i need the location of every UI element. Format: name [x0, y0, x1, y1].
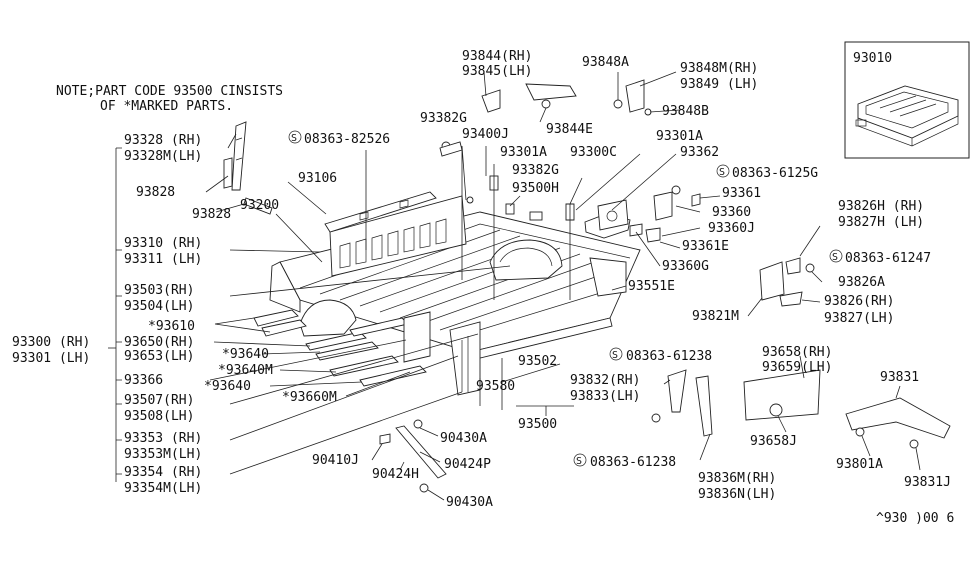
label-90424H: 90424H	[372, 467, 419, 482]
label-93353M: 93353M(LH)	[124, 447, 202, 462]
label-93659: 93659(LH)	[762, 360, 832, 375]
label-93828-a: 93828	[136, 185, 175, 200]
leader-lines	[108, 71, 921, 501]
label-93640-a: *93640	[222, 347, 269, 362]
label-93503: 93503(RH)	[124, 283, 194, 298]
label-08363-82526: 08363-82526	[304, 132, 390, 147]
truck-bed-floor	[253, 191, 641, 396]
label-93848B: 93848B	[662, 104, 709, 119]
bolt-symbol-61238-a: S	[609, 347, 623, 361]
note-line-2: OF *MARKED PARTS.	[100, 99, 233, 114]
inset-box	[844, 41, 970, 159]
label-93845: 93845(LH)	[462, 64, 532, 79]
label-93849: 93849 (LH)	[680, 77, 758, 92]
label-93844: 93844(RH)	[462, 49, 532, 64]
bolt-symbol-61238-b-s: S	[576, 456, 582, 467]
label-93836M: 93836M(RH)	[698, 471, 776, 486]
label-93650: 93650(RH)	[124, 335, 194, 350]
bolt-symbol-61238-a-s: S	[612, 350, 618, 361]
label-08363-6125G: 08363-6125G	[732, 166, 818, 181]
label-93500H: 93500H	[512, 181, 559, 196]
bolt-symbol-61247-s: S	[832, 252, 838, 263]
label-93382G-b: 93382G	[512, 163, 559, 178]
label-93360: 93360	[712, 205, 751, 220]
label-93660M: *93660M	[282, 390, 337, 405]
label-90410J: 90410J	[312, 453, 359, 468]
label-93310: 93310 (RH)	[124, 236, 202, 251]
label-93821M: 93821M	[692, 309, 739, 324]
label-93658: 93658(RH)	[762, 345, 832, 360]
label-93831: 93831	[880, 370, 919, 385]
inset-label: 93010	[853, 51, 892, 66]
label-93826H: 93826H (RH)	[838, 199, 924, 214]
label-93300: 93300 (RH)	[12, 335, 90, 350]
label-93831J: 93831J	[904, 475, 951, 490]
label-93551E: 93551E	[628, 279, 675, 294]
bolt-symbol-82526-s: S	[291, 133, 297, 144]
label-93311: 93311 (LH)	[124, 252, 202, 267]
label-93382G-a: 93382G	[420, 111, 467, 126]
label-93580: 93580	[476, 379, 515, 394]
label-93658J: 93658J	[750, 434, 797, 449]
truck-bed-thumbnail	[855, 85, 959, 147]
label-93328M: 93328M(LH)	[124, 149, 202, 164]
label-93502: 93502	[518, 354, 557, 369]
label-93844E: 93844E	[546, 122, 593, 137]
label-93200: 93200	[240, 198, 279, 213]
label-93610: *93610	[148, 319, 195, 334]
label-93508: 93508(LH)	[124, 409, 194, 424]
label-93301A-b: 93301A	[656, 129, 703, 144]
bolt-symbol-61238-b: S	[573, 453, 587, 467]
label-93354M: 93354M(LH)	[124, 481, 202, 496]
note-line-1: NOTE;PART CODE 93500 CINSISTS	[56, 84, 283, 99]
label-93826A: 93826A	[838, 275, 885, 290]
bolt-symbol-6125G-s: S	[719, 167, 725, 178]
label-93301: 93301 (LH)	[12, 351, 90, 366]
bolt-symbol-6125G: S	[716, 164, 730, 178]
label-93848A: 93848A	[582, 55, 629, 70]
label-93827: 93827(LH)	[824, 311, 894, 326]
label-93832: 93832(RH)	[570, 373, 640, 388]
label-93300C: 93300C	[570, 145, 617, 160]
footer-code: ^930 )00 6	[876, 511, 954, 526]
label-93328: 93328 (RH)	[124, 133, 202, 148]
label-93833: 93833(LH)	[570, 389, 640, 404]
label-08363-61238-a: 08363-61238	[626, 349, 712, 364]
label-93504: 93504(LH)	[124, 299, 194, 314]
label-93354: 93354 (RH)	[124, 465, 202, 480]
label-90430A-a: 90430A	[440, 431, 487, 446]
label-93353: 93353 (RH)	[124, 431, 202, 446]
bolt-symbol-61247: S	[829, 249, 843, 263]
label-93366: 93366	[124, 373, 163, 388]
label-93836N: 93836N(LH)	[698, 487, 776, 502]
label-90424P: 90424P	[444, 457, 491, 472]
label-93848M: 93848M(RH)	[680, 61, 758, 76]
label-93360J: 93360J	[708, 221, 755, 236]
label-90430A-b: 90430A	[446, 495, 493, 510]
label-93106: 93106	[298, 171, 337, 186]
label-93301A-a: 93301A	[500, 145, 547, 160]
label-93801A: 93801A	[836, 457, 883, 472]
label-93828-b: 93828	[192, 207, 231, 222]
label-93361E: 93361E	[682, 239, 729, 254]
label-93640-b: *93640	[204, 379, 251, 394]
label-93653: 93653(LH)	[124, 349, 194, 364]
label-93500: 93500	[518, 417, 557, 432]
label-08363-61238-b: 08363-61238	[590, 455, 676, 470]
label-93360G: 93360G	[662, 259, 709, 274]
label-93827H: 93827H (LH)	[838, 215, 924, 230]
label-93640M: *93640M	[218, 363, 273, 378]
label-93362: 93362	[680, 145, 719, 160]
bolt-symbol-82526: S	[288, 130, 302, 144]
label-93826: 93826(RH)	[824, 294, 894, 309]
label-08363-61247: 08363-61247	[845, 251, 931, 266]
label-93400J: 93400J	[462, 127, 509, 142]
small-parts	[223, 79, 951, 493]
label-93507: 93507(RH)	[124, 393, 194, 408]
label-93361: 93361	[722, 186, 761, 201]
